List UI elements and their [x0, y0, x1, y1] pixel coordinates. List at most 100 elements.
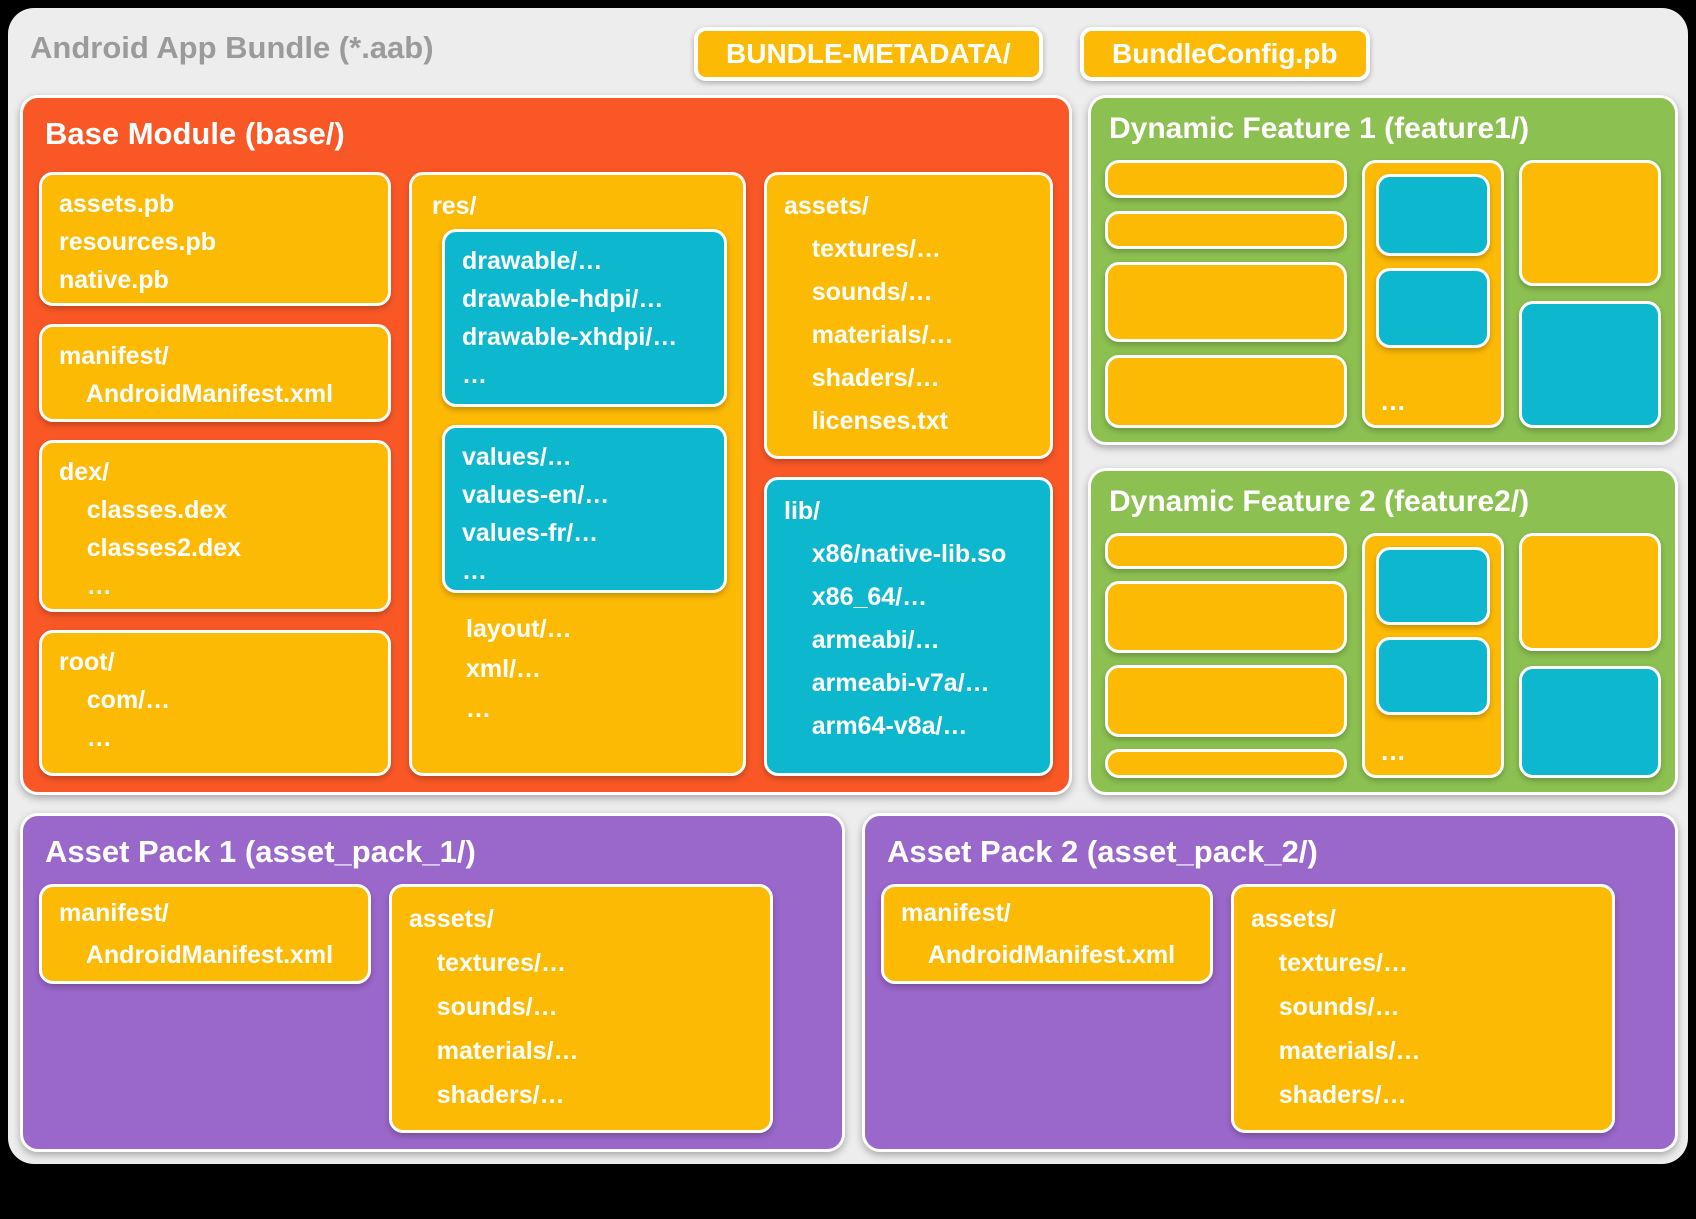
file-entry: assets.pb	[59, 190, 175, 218]
dynamic-feature-2-panel: Dynamic Feature 2 (feature2/) …	[1088, 468, 1678, 795]
res-extra-lines: layout/…xml/……	[466, 609, 729, 729]
file-entry: x86_64/…	[784, 583, 928, 611]
file-entry: shaders/…	[784, 364, 940, 392]
placeholder-yellow-container: …	[1362, 533, 1504, 778]
asset-pack-2-title: Asset Pack 2 (asset_pack_2/)	[887, 834, 1318, 869]
dynamic-feature-1-content: …	[1105, 160, 1661, 428]
file-entry: resources.pb	[59, 228, 217, 256]
placeholder-cyan-box	[1376, 637, 1490, 715]
bundle-metadata-chip: BUNDLE-METADATA/	[694, 27, 1043, 81]
placeholder-cyan-box	[1376, 174, 1490, 256]
file-entry: armeabi-v7a/…	[784, 669, 990, 697]
placeholder-yellow-box	[1105, 355, 1347, 428]
lib-box: lib/ x86/native-lib.so x86_64/… armeabi/…	[764, 477, 1053, 776]
file-entry: textures/…	[784, 235, 941, 263]
asset-pack-1-title: Asset Pack 1 (asset_pack_1/)	[45, 834, 476, 869]
file-entry: assets/	[784, 192, 869, 220]
placeholder-yellow-bar	[1105, 160, 1347, 198]
file-entry: classes2.dex	[59, 534, 242, 562]
file-entry: lib/	[784, 497, 821, 525]
ap2-manifest-box: manifest/ AndroidManifest.xml	[881, 884, 1213, 984]
file-entry: drawable-hdpi/…	[462, 285, 664, 313]
ap2-assets-box: assets/ textures/… sounds/… materials/… …	[1231, 884, 1615, 1133]
file-entry: layout/…	[466, 615, 572, 643]
file-entry: shaders/…	[409, 1081, 565, 1109]
file-entry: dex/	[59, 458, 110, 486]
placeholder-cyan-box	[1376, 547, 1490, 625]
ap1-assets-box: assets/ textures/… sounds/… materials/… …	[389, 884, 773, 1133]
file-entry: AndroidManifest.xml	[901, 941, 1176, 969]
df2-column-left	[1105, 533, 1347, 778]
file-entry: values/…	[462, 443, 572, 471]
pb-files-box: assets.pb resources.pb native.pb	[39, 172, 391, 306]
file-entry: x86/native-lib.so	[784, 540, 1007, 568]
base-column-right: assets/ textures/… sounds/… materials/… …	[764, 172, 1053, 776]
placeholder-yellow-container: …	[1362, 160, 1504, 428]
placeholder-yellow-bar	[1105, 533, 1347, 569]
file-entry: drawable/…	[462, 247, 603, 275]
bundle-config-chip: BundleConfig.pb	[1080, 27, 1370, 81]
drawable-box: drawable/… drawable-hdpi/… drawable-xhdpi/…	[442, 229, 727, 407]
asset-pack-1-panel: Asset Pack 1 (asset_pack_1/) manifest/ A…	[20, 813, 845, 1152]
assets-box: assets/ textures/… sounds/… materials/… …	[764, 172, 1053, 459]
file-entry: materials/…	[784, 321, 954, 349]
file-entry: licenses.txt	[784, 407, 948, 435]
diagram-canvas: Android App Bundle (*.aab) BUNDLE-METADA…	[8, 8, 1688, 1164]
placeholder-cyan-box	[1376, 268, 1490, 348]
file-entry: shaders/…	[1251, 1081, 1407, 1109]
placeholder-cyan-box	[1519, 301, 1661, 428]
placeholder-yellow-box	[1105, 262, 1347, 342]
placeholder-yellow-bar	[1105, 749, 1347, 778]
file-entry: armeabi/…	[784, 626, 940, 654]
file-entry: sounds/…	[409, 993, 558, 1021]
file-entry: textures/…	[409, 949, 566, 977]
ellipsis-label: …	[1380, 386, 1406, 416]
df1-column-right	[1519, 160, 1661, 428]
file-entry: xml/…	[466, 655, 542, 683]
file-entry: classes.dex	[59, 496, 228, 524]
ap1-manifest-box: manifest/ AndroidManifest.xml	[39, 884, 371, 984]
df2-column-right	[1519, 533, 1661, 778]
dynamic-feature-1-title: Dynamic Feature 1 (feature1/)	[1109, 112, 1530, 145]
placeholder-yellow-box	[1105, 581, 1347, 653]
file-entry: …	[59, 724, 112, 752]
file-entry: …	[59, 572, 112, 600]
file-entry: AndroidManifest.xml	[59, 380, 334, 408]
file-entry: materials/…	[1251, 1037, 1421, 1065]
asset-pack-2-panel: Asset Pack 2 (asset_pack_2/) manifest/ A…	[862, 813, 1678, 1152]
placeholder-yellow-box	[1519, 160, 1661, 286]
base-column-left: assets.pb resources.pb native.pb manifest/…	[39, 172, 391, 776]
file-entry: materials/…	[409, 1037, 579, 1065]
placeholder-yellow-box	[1105, 665, 1347, 737]
df1-column-left	[1105, 160, 1347, 428]
file-entry: AndroidManifest.xml	[59, 941, 334, 969]
ellipsis-label: …	[1380, 736, 1406, 766]
dynamic-feature-2-content: …	[1105, 533, 1661, 778]
dynamic-feature-2-title: Dynamic Feature 2 (feature2/)	[1109, 485, 1530, 518]
base-column-middle: res/ drawable/…drawable-hdpi/…drawable-x…	[409, 172, 746, 776]
file-entry: drawable-xhdpi/…	[462, 323, 678, 351]
base-module-content: assets.pb resources.pb native.pb manifest/…	[39, 172, 1053, 776]
file-entry: values-en/…	[462, 481, 610, 509]
dex-box: dex/ classes.dex classes2.dex …	[39, 440, 391, 612]
file-entry: native.pb	[59, 266, 169, 294]
file-entry: sounds/…	[1251, 993, 1400, 1021]
asset-pack-1-content: manifest/ AndroidManifest.xml assets/ te…	[39, 884, 826, 1133]
dynamic-feature-1-panel: Dynamic Feature 1 (feature1/) …	[1088, 95, 1678, 445]
file-entry: manifest/	[901, 899, 1011, 927]
placeholder-yellow-bar	[1105, 211, 1347, 249]
manifest-box: manifest/ AndroidManifest.xml	[39, 324, 391, 422]
file-entry: manifest/	[59, 899, 169, 927]
file-entry: assets/	[409, 905, 494, 933]
placeholder-cyan-box	[1519, 666, 1661, 778]
root-box: root/ com/… …	[39, 630, 391, 776]
file-entry: assets/	[1251, 905, 1336, 933]
page-title: Android App Bundle (*.aab)	[30, 30, 434, 65]
file-entry: root/	[59, 648, 115, 676]
file-entry: …	[462, 557, 487, 585]
placeholder-yellow-box	[1519, 533, 1661, 651]
values-box: values/… values-en/… values-fr/… …	[442, 425, 727, 593]
file-entry: values-fr/…	[462, 519, 599, 547]
